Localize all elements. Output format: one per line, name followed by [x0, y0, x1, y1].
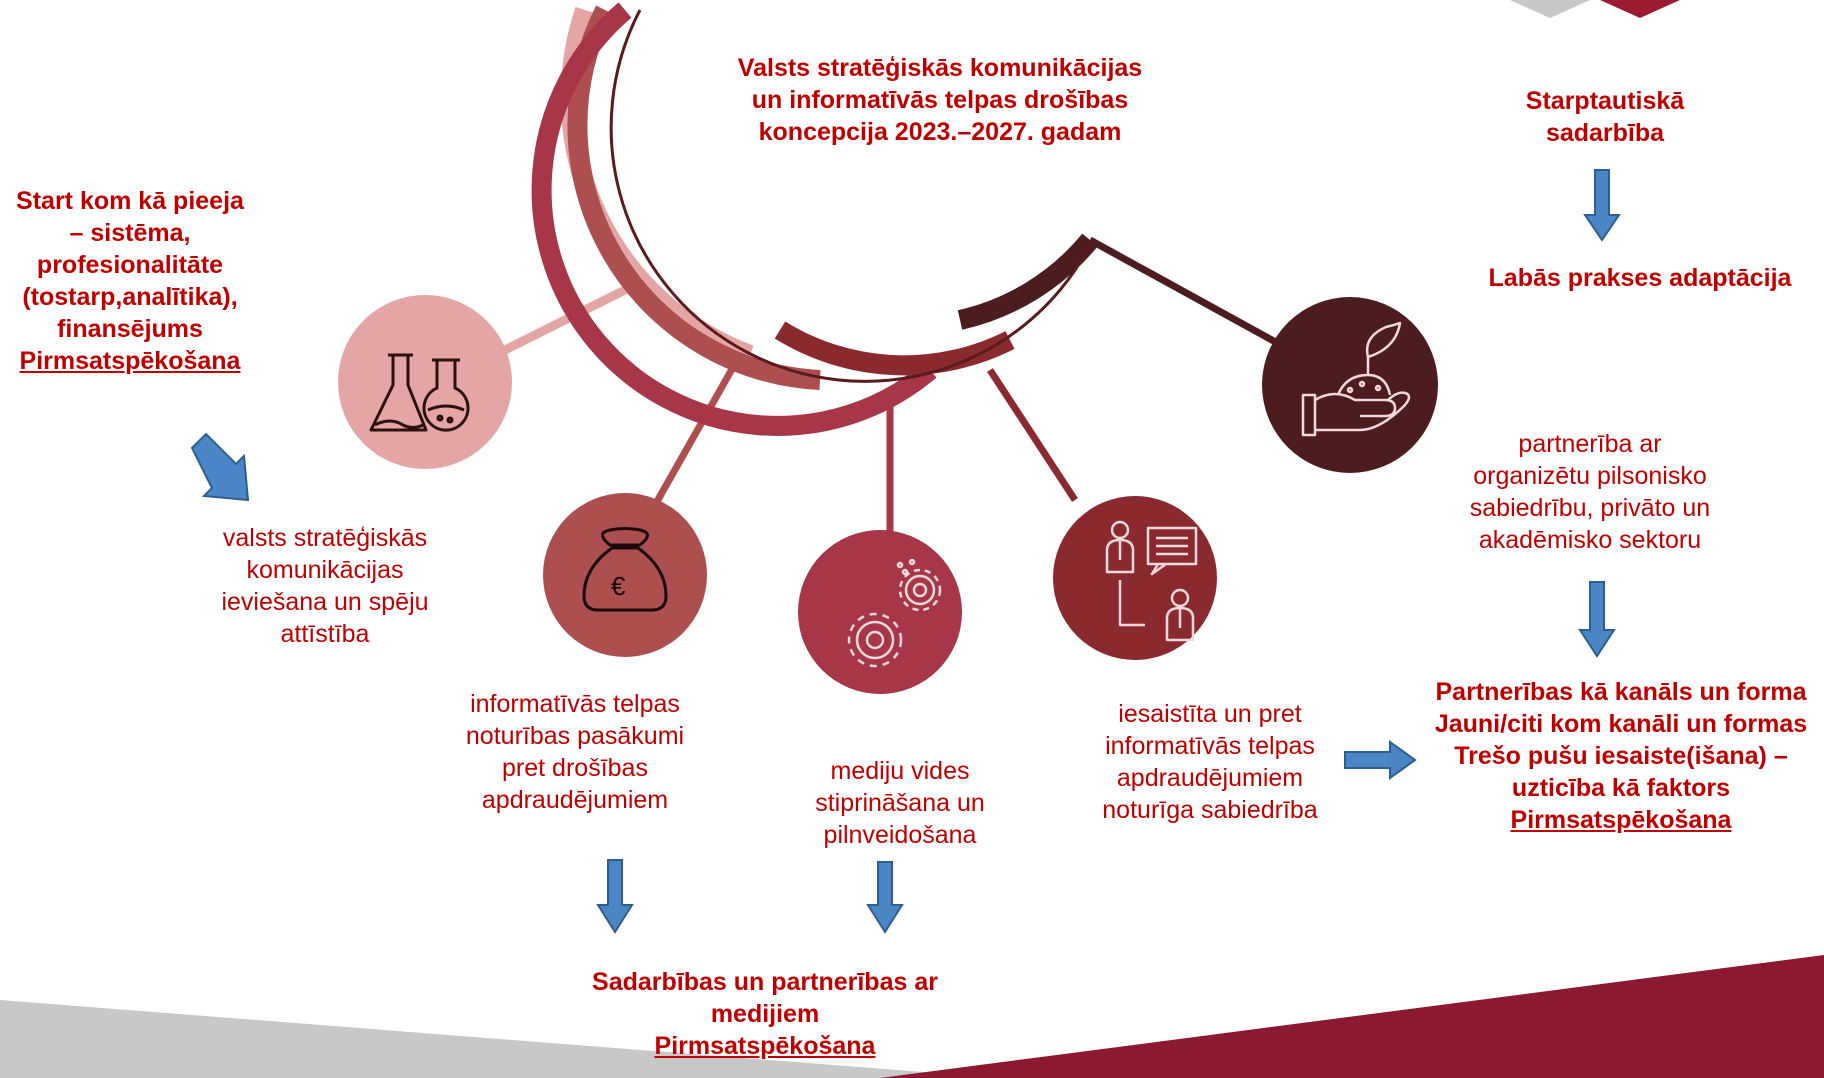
node-circle-2	[543, 493, 707, 657]
left-line: – sistēma,	[69, 219, 191, 247]
partnership-line: uzticība kā faktors	[1511, 774, 1731, 802]
arrow-down-intl	[1583, 169, 1621, 242]
arc-ring-crimson	[531, 2, 937, 436]
intl-line: Starptautiskā	[1525, 87, 1685, 115]
node-circle-1	[338, 295, 512, 469]
left-underlined: Pirmsatspēkošana	[19, 347, 241, 375]
corner-red-shape	[1600, 0, 1680, 18]
svg-text:€: €	[611, 571, 626, 601]
bottom-line: medijiem	[710, 1000, 820, 1028]
node-2-line: noturības pasākumi	[465, 722, 685, 750]
international-cooperation: Starptautiskā sadarbība	[1500, 85, 1710, 149]
left-line: Start kom kā pieeja	[16, 187, 244, 215]
arc-ring-darkred	[774, 321, 1015, 376]
node-2-line: pret drošības	[502, 754, 648, 782]
bottom-underlined: Pirmsatspēkošana	[654, 1032, 876, 1060]
node-3-line: mediju vides	[830, 757, 970, 785]
node-5-text: partnerība ar organizētu pilsonisko sabi…	[1440, 428, 1740, 556]
node-5-line: partnerība ar	[1518, 430, 1662, 458]
node-4-line: apdraudējumiem	[1116, 764, 1304, 792]
node-2-line: informatīvās telpas	[470, 690, 680, 718]
center-title-line: un informatīvās telpas drošības	[751, 86, 1129, 114]
arrow-down-node2	[596, 859, 634, 934]
people-chat-icon	[1105, 520, 1198, 642]
flasks-icon	[369, 353, 470, 432]
node-1-text: valsts stratēģiskās komunikācijas ievieš…	[190, 522, 460, 650]
left-line: finansējums	[57, 315, 203, 343]
gears-icon	[847, 558, 942, 668]
partnership-line: Trešo pušu iesaiste(išana) –	[1454, 742, 1788, 770]
footer-grey-band	[0, 1000, 1000, 1078]
left-line: (tostarp,analītika),	[22, 283, 238, 311]
node-1-line: ieviešana un spēju	[221, 588, 429, 616]
node-3-line: pilnveidošana	[823, 821, 977, 849]
node-2-line: apdraudējumiem	[481, 786, 669, 814]
node-3-line: stiprināšana un	[815, 789, 985, 817]
node-circle-3	[798, 530, 962, 694]
hand-plant-icon	[1301, 321, 1411, 437]
node-1-line: komunikācijas	[246, 556, 404, 584]
node-4-text: iesaistīta un pret informatīvās telpas a…	[1080, 698, 1340, 826]
arrow-left-diagonal	[190, 432, 250, 502]
center-title-line: Valsts stratēģiskās komunikācijas	[737, 54, 1143, 82]
partnership-channels-block: Partnerības kā kanāls un forma Jauni/cit…	[1418, 676, 1824, 836]
center-title-line: koncepcija 2023.–2027. gadam	[758, 118, 1122, 146]
node-5-line: organizētu pilsonisko	[1473, 462, 1707, 490]
connector-5	[1088, 236, 1292, 354]
connector-2	[651, 353, 744, 507]
node-1-line: valsts stratēģiskās	[222, 524, 428, 552]
node-circle-5	[1262, 297, 1438, 473]
node-5-line: sabiedrību, privāto un	[1469, 494, 1711, 522]
node-3-text: mediju vides stiprināšana un pilnveidoša…	[785, 755, 1015, 851]
node-4-line: informatīvās telpas	[1105, 732, 1315, 760]
corner-grey-shape	[1510, 0, 1590, 18]
node-5-line: akadēmisko sektoru	[1478, 526, 1702, 554]
connector-4	[987, 368, 1078, 502]
partnership-underlined: Pirmsatspēkošana	[1510, 806, 1732, 834]
arrow-down-node3	[866, 861, 904, 934]
left-approach-block: Start kom kā pieeja – sistēma, profesion…	[0, 185, 260, 377]
arc-ring-rose	[567, 5, 821, 390]
good-practice-line: Labās prakses adaptācija	[1488, 264, 1792, 292]
good-practice-adaptation: Labās prakses adaptācija	[1460, 262, 1820, 294]
node-4-line: iesaistīta un pret	[1118, 700, 1302, 728]
left-line: profesionalitāte	[36, 251, 224, 279]
intl-line: sadarbība	[1545, 119, 1665, 147]
footer-maroon-band	[880, 955, 1824, 1078]
center-title: Valsts stratēģiskās komunikācijas un inf…	[690, 52, 1190, 148]
partnership-line: Jauni/citi kom kanāli un formas	[1434, 710, 1808, 738]
partnership-line: Partnerības kā kanāls un forma	[1435, 678, 1807, 706]
money-bag-icon: €	[582, 527, 668, 612]
arrow-down-partnership	[1578, 581, 1616, 658]
arc-ring-maroon	[957, 233, 1098, 330]
node-4-line: noturīga sabiedrība	[1102, 796, 1318, 824]
node-1-line: attīstība	[280, 620, 370, 648]
node-2-text: informatīvās telpas noturības pasākumi p…	[440, 688, 710, 816]
bottom-line: Sadarbības un partnerības ar	[592, 968, 938, 996]
bottom-media-block: Sadarbības un partnerības ar medijiem Pi…	[575, 966, 955, 1062]
arrow-right-node4	[1344, 740, 1417, 780]
arc-inner-line	[609, 9, 1092, 383]
